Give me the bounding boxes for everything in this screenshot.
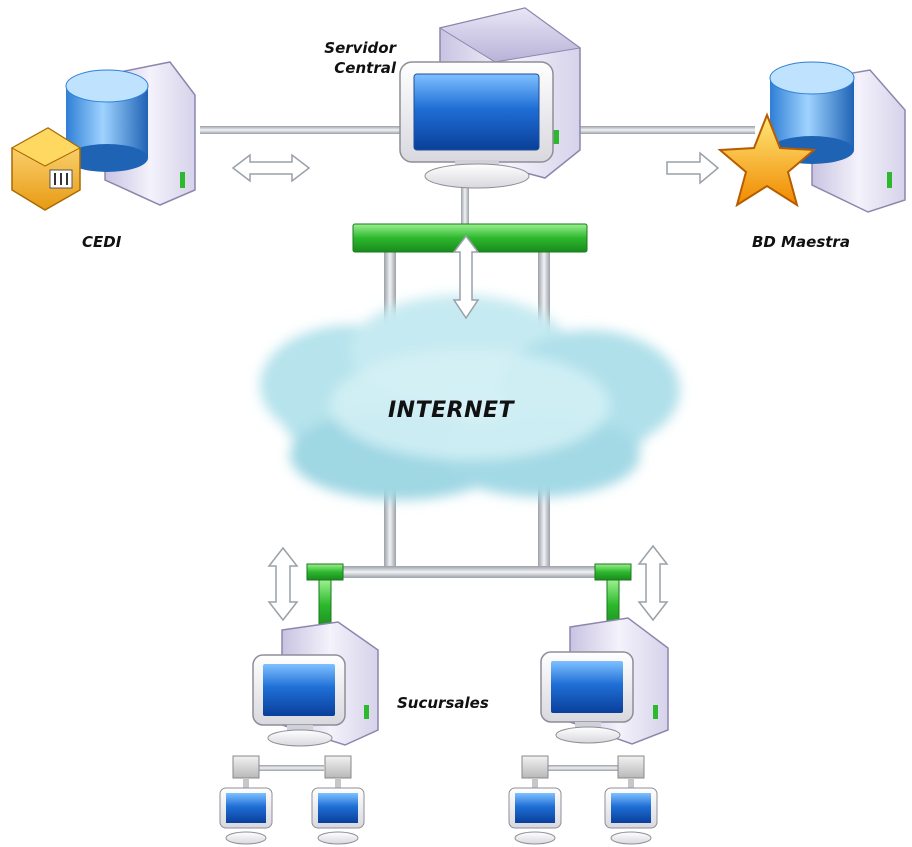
branch-switch-right [594, 563, 632, 631]
cedi-server-link [200, 126, 420, 134]
cedi-database-icon [65, 61, 196, 206]
double-arrow-icon [267, 546, 299, 622]
server-bd-link [555, 126, 755, 134]
branch-server-left-icon [252, 621, 379, 747]
double-arrow-icon [231, 153, 311, 183]
workstation-group-right [508, 755, 658, 845]
cloud-icon [260, 295, 680, 500]
central-server-icon [399, 7, 582, 189]
package-icon [10, 127, 82, 211]
workstation-group-left [219, 755, 365, 845]
master-db-label: BD Maestra [752, 233, 850, 251]
cedi-label: CEDI [82, 233, 122, 251]
top-connection-lines [200, 126, 755, 134]
double-arrow-icon [637, 544, 669, 622]
double-arrow-icon [452, 234, 480, 320]
central-server-label: Servidor Central [296, 38, 396, 78]
star-icon [717, 112, 817, 208]
branch-switch-left [306, 563, 344, 631]
arrow-right-icon [666, 151, 720, 185]
internet-label: INTERNET [388, 398, 515, 423]
central-server-label-line2: Central [334, 59, 396, 77]
branches-label: Sucursales [397, 694, 489, 712]
branches-bus [325, 566, 620, 578]
branch-server-right-icon [540, 617, 669, 745]
central-server-label-line1: Servidor [324, 39, 396, 57]
